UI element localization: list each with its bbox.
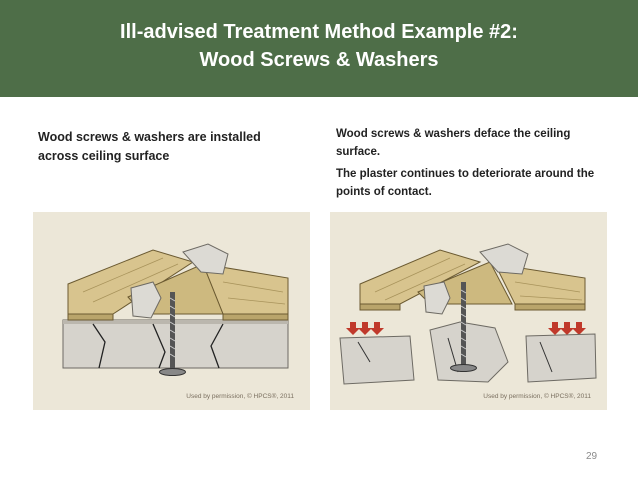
left-caption: Wood screws & washers are installed acro… [38, 130, 261, 163]
figure-right-credit: Used by permission, © HPCS®, 2011 [483, 393, 591, 400]
right-caption: Wood screws & washers deface the ceiling… [336, 125, 606, 205]
illustration-ceiling-defaced [339, 243, 597, 385]
figure-ceiling-defaced: Used by permission, © HPCS®, 2011 [330, 212, 607, 410]
right-caption-paragraph-2: The plaster continues to deteriorate aro… [336, 168, 595, 198]
page-number: 29 [586, 451, 598, 462]
illustration-screws-installed [62, 243, 289, 376]
figure-left-credit: Used by permission, © HPCS®, 2011 [186, 393, 294, 400]
slide-title: Ill-advised Treatment Method Example #2:… [0, 0, 638, 97]
right-caption-paragraph-1: Wood screws & washers deface the ceiling… [336, 128, 571, 158]
slide-title-line-2: Wood Screws & Washers [199, 49, 439, 71]
figure-screws-installed: Used by permission, © HPCS®, 2011 [33, 212, 310, 410]
slide-title-line-1: Ill-advised Treatment Method Example #2: [120, 21, 518, 43]
